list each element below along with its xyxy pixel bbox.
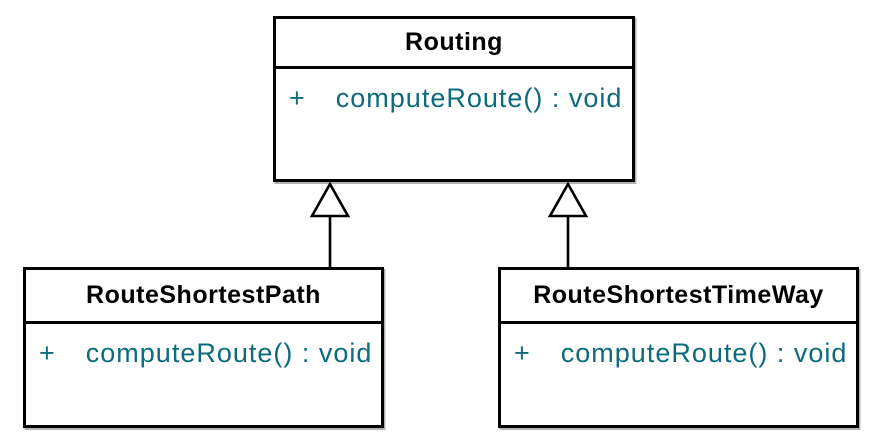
class-title: RouteShortestPath xyxy=(26,270,381,324)
class-name: RouteShortestTimeWay xyxy=(533,281,824,309)
method-row: + computeRoute() : void xyxy=(39,338,375,369)
method-row: + computeRoute() : void xyxy=(514,338,850,369)
inheritance-triangle-icon xyxy=(309,181,351,218)
class-box-routing: Routing + computeRoute() : void xyxy=(273,16,635,182)
class-box-route-shortest-path: RouteShortestPath + computeRoute() : voi… xyxy=(23,267,384,428)
method-signature: computeRoute() : void xyxy=(560,338,848,368)
visibility-marker: + xyxy=(514,338,531,368)
generalization-arrow-left xyxy=(309,181,351,267)
class-name: RouteShortestPath xyxy=(86,281,321,309)
methods-compartment: + computeRoute() : void xyxy=(26,324,381,425)
method-signature: computeRoute() : void xyxy=(335,83,623,113)
class-title: Routing xyxy=(276,19,632,69)
methods-compartment: + computeRoute() : void xyxy=(501,324,856,425)
method-signature: computeRoute() : void xyxy=(85,338,373,368)
class-title: RouteShortestTimeWay xyxy=(501,270,856,324)
visibility-marker: + xyxy=(289,83,306,113)
method-row: + computeRoute() : void xyxy=(289,83,626,114)
class-name: Routing xyxy=(405,28,503,56)
methods-compartment: + computeRoute() : void xyxy=(276,69,632,179)
class-box-route-shortest-time-way: RouteShortestTimeWay + computeRoute() : … xyxy=(498,267,859,428)
visibility-marker: + xyxy=(39,338,56,368)
generalization-arrow-right xyxy=(547,181,589,267)
inheritance-triangle-icon xyxy=(547,181,589,218)
